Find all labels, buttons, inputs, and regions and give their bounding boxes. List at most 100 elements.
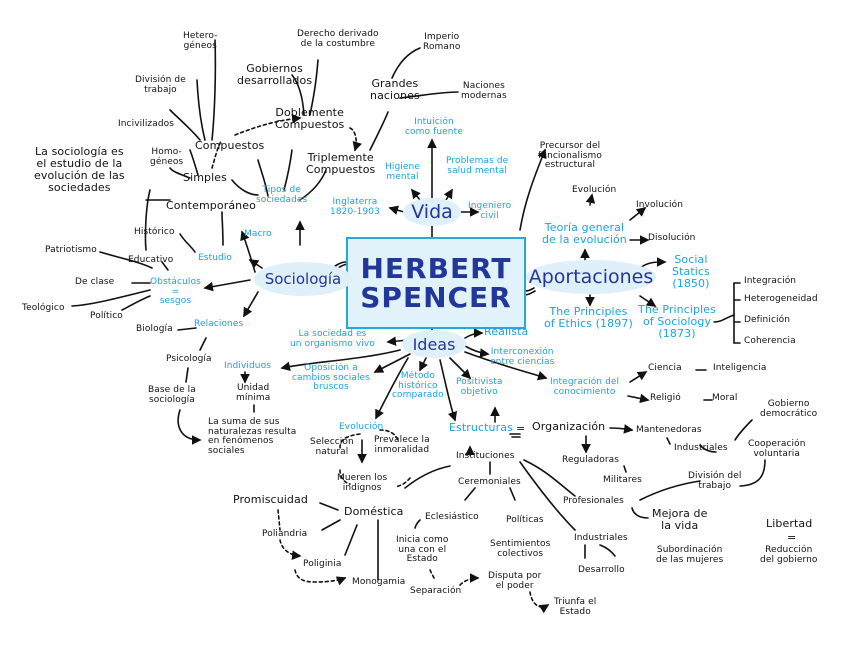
- node-heterogeneidad[interactable]: Heterogeneidad: [744, 294, 818, 304]
- node-inicia-estado[interactable]: Inicia como una con el Estado: [396, 535, 449, 565]
- node-oposicion[interactable]: Oposición a cambios sociales bruscos: [292, 363, 370, 393]
- node-doblemente[interactable]: Doblemente Compuestos: [275, 106, 345, 131]
- node-patriotismo[interactable]: Patriotismo: [45, 245, 97, 255]
- node-poliandria[interactable]: Poliandria: [262, 529, 308, 539]
- node-tipos-sociedades[interactable]: Tipos de sociedades: [256, 185, 308, 205]
- node-estructuras[interactable]: Estructuras: [449, 421, 513, 434]
- node-definicion-sociologia[interactable]: La sociología es el estudio de la evoluc…: [34, 145, 125, 194]
- node-disolucion[interactable]: Disolución: [648, 233, 696, 243]
- node-sentimientos[interactable]: Sentimientos colectivos: [490, 539, 551, 559]
- node-integracion-conocimiento[interactable]: Integración del conocimiento: [550, 377, 620, 397]
- branch-aportaciones[interactable]: Aportaciones: [526, 260, 656, 294]
- node-incivilizados[interactable]: Incivilizados: [118, 119, 175, 129]
- branch-vida-label: Vida: [411, 201, 453, 223]
- node-base-sociologia[interactable]: Base de la sociología: [148, 385, 196, 405]
- node-de-clase[interactable]: De clase: [75, 277, 115, 287]
- node-desarrollo[interactable]: Desarrollo: [578, 565, 625, 575]
- node-profesionales[interactable]: Profesionales: [563, 496, 624, 506]
- node-gobierno-democratico[interactable]: Gobierno democrático: [760, 399, 818, 419]
- node-biologia[interactable]: Biología: [136, 324, 173, 334]
- node-mueren-indignos[interactable]: Mueren los indignos: [337, 473, 388, 493]
- node-separacion[interactable]: Separación: [410, 586, 462, 596]
- node-politicas[interactable]: Políticas: [506, 515, 544, 525]
- node-positivista[interactable]: Positivista objetivo: [456, 377, 503, 397]
- node-compuestos[interactable]: Compuestos: [195, 139, 265, 152]
- node-naciones-modernas[interactable]: Naciones modernas: [461, 81, 507, 101]
- node-triunfa-estado[interactable]: Triunfa el Estado: [554, 597, 597, 617]
- node-interconexion[interactable]: Interconexión entre ciencias: [490, 347, 555, 367]
- node-division-del-trabajo[interactable]: División del trabajo: [688, 471, 742, 491]
- node-heterogeneos[interactable]: Hetero- géneos: [183, 31, 218, 51]
- node-involucion[interactable]: Involución: [636, 200, 684, 210]
- node-educativo[interactable]: Educativo: [128, 255, 174, 265]
- node-instituciones[interactable]: Instituciones: [456, 451, 515, 461]
- node-principles-sociology[interactable]: The Principles of Sociology (1873): [638, 303, 716, 340]
- node-intuicion[interactable]: Intuición como fuente: [405, 117, 463, 137]
- note-reduccion-gobierno: Reducción del gobierno: [760, 545, 818, 565]
- node-realista[interactable]: Realista: [484, 325, 529, 338]
- branch-sociologia[interactable]: Sociología: [254, 262, 352, 296]
- node-precursor[interactable]: Precursor del funcionalismo estructural: [538, 141, 603, 171]
- node-individuos[interactable]: Individuos: [224, 361, 272, 371]
- node-organizacion[interactable]: Organización: [532, 420, 606, 433]
- node-estudio[interactable]: Estudio: [198, 253, 233, 263]
- node-equals: =: [516, 422, 526, 435]
- node-division-trabajo[interactable]: División de trabajo: [135, 75, 186, 95]
- node-ceremoniales[interactable]: Ceremoniales: [458, 477, 521, 487]
- node-mantenedoras[interactable]: Mantenedoras: [636, 425, 702, 435]
- node-evolucion-ideas[interactable]: Evolución: [339, 422, 384, 432]
- node-inteligencia[interactable]: Inteligencia: [713, 363, 767, 373]
- node-disputa-poder[interactable]: Disputa por el poder: [488, 571, 542, 591]
- node-derecho[interactable]: Derecho derivado de la costumbre: [297, 29, 379, 49]
- node-suma-naturalezas[interactable]: La suma de sus naturalezas resulta en fe…: [208, 417, 297, 457]
- node-cooperacion-voluntaria[interactable]: Cooperación voluntaria: [748, 439, 806, 459]
- node-teoria-evolucion[interactable]: Teoría general de la evolución: [542, 221, 627, 246]
- node-moral[interactable]: Moral: [712, 393, 738, 403]
- node-ingeniero[interactable]: Ingeniero civil: [468, 201, 512, 221]
- node-problemas[interactable]: Problemas de salud mental: [446, 156, 509, 176]
- node-simples[interactable]: Simples: [183, 171, 227, 184]
- node-industriales[interactable]: Industriales: [574, 533, 628, 543]
- node-psicologia[interactable]: Psicología: [166, 354, 212, 364]
- node-inglaterra[interactable]: Inglaterra 1820-1903: [330, 197, 380, 217]
- node-reguladoras[interactable]: Reguladoras: [562, 455, 620, 465]
- node-militares[interactable]: Militares: [603, 475, 642, 485]
- node-principles-ethics[interactable]: The Principles of Ethics (1897): [544, 305, 633, 330]
- branch-vida[interactable]: Vida: [403, 198, 461, 226]
- node-homogeneos[interactable]: Homo- géneos: [150, 147, 184, 167]
- node-integracion[interactable]: Integración: [744, 276, 797, 286]
- node-social-statics[interactable]: Social Statics (1850): [672, 253, 710, 290]
- node-unidad-minima[interactable]: Unidad mínima: [236, 383, 271, 403]
- node-industriales-org[interactable]: Industriales: [674, 443, 728, 453]
- node-imperio[interactable]: Imperio Romano: [423, 32, 461, 52]
- node-seleccion-natural[interactable]: Selección natural: [310, 437, 354, 457]
- node-historico[interactable]: Histórico: [134, 227, 175, 237]
- node-politico[interactable]: Político: [90, 311, 123, 321]
- node-metodo[interactable]: Método histórico comparado: [392, 371, 444, 401]
- node-organismo-vivo[interactable]: La sociedad es un organismo vivo: [290, 329, 375, 349]
- node-monogamia[interactable]: Monogamia: [352, 577, 406, 587]
- node-promiscuidad[interactable]: Promiscuidad: [233, 493, 308, 506]
- node-coherencia[interactable]: Coherencia: [744, 336, 796, 346]
- node-domestica[interactable]: Doméstica: [344, 505, 404, 518]
- node-ciencia[interactable]: Ciencia: [648, 363, 682, 373]
- node-religion[interactable]: Religió: [650, 393, 681, 403]
- node-definicion[interactable]: Definición: [744, 315, 790, 325]
- node-poliginia[interactable]: Poliginia: [303, 559, 342, 569]
- node-relaciones[interactable]: Relaciones: [194, 319, 244, 329]
- node-eclesiastico[interactable]: Eclesiástico: [425, 512, 479, 522]
- node-obstaculos[interactable]: Obstáculos = sesgos: [150, 277, 201, 307]
- node-evolucion-ap[interactable]: Evolución: [572, 185, 617, 195]
- central-topic-box[interactable]: HERBERT SPENCER: [346, 237, 526, 329]
- node-grandes-naciones[interactable]: Grandes naciones: [370, 77, 420, 102]
- node-gobiernos[interactable]: Gobiernos desarrollados: [237, 62, 313, 87]
- node-teologico[interactable]: Teológico: [22, 303, 65, 313]
- node-mejora-vida[interactable]: Mejora de la vida: [652, 507, 708, 532]
- node-contemporaneo[interactable]: Contemporáneo: [166, 199, 256, 212]
- node-subordinacion[interactable]: Subordinación de las mujeres: [656, 545, 724, 565]
- node-macro[interactable]: Macro: [244, 229, 272, 239]
- node-higiene[interactable]: Higiene mental: [385, 162, 420, 182]
- node-prevalece[interactable]: Prevalece la inmoralidad: [374, 435, 430, 455]
- branch-ideas[interactable]: Ideas: [402, 330, 466, 358]
- node-triplemente[interactable]: Triplemente Compuestos: [306, 151, 376, 176]
